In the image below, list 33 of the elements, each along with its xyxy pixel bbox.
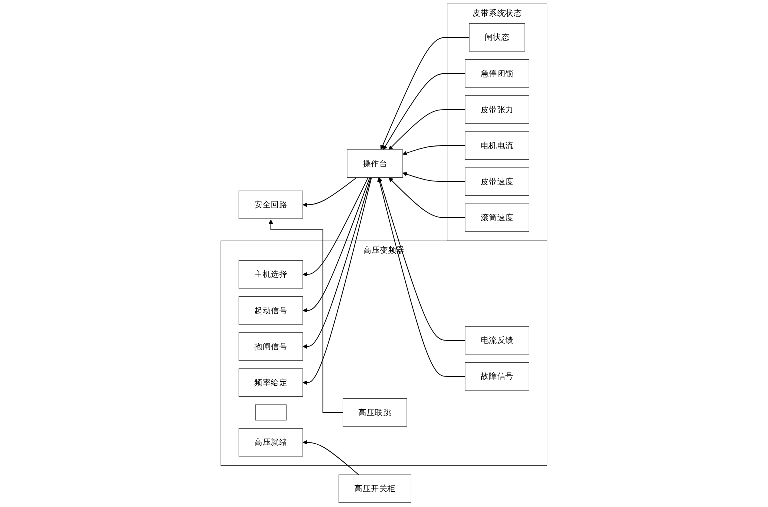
arrow <box>402 145 466 156</box>
arrow <box>388 178 466 218</box>
arrow <box>302 177 370 313</box>
node-box: 电机电流 <box>464 132 530 160</box>
node-box: 故障信号 <box>464 362 530 391</box>
node-box: 高压联跳 <box>342 398 408 427</box>
arrow <box>268 220 344 414</box>
node-box: 起动信号 <box>238 296 304 325</box>
node-box: 电流反馈 <box>464 326 530 355</box>
node-box: 抱闸信号 <box>238 332 304 361</box>
arrow <box>302 440 360 476</box>
node-box: 安全回路 <box>238 190 304 220</box>
arrow <box>302 177 358 208</box>
arrow <box>302 177 372 386</box>
node-box: 操作台 <box>346 150 404 178</box>
arrow <box>378 178 466 341</box>
node-box: 高压就绪 <box>238 428 304 457</box>
arrow <box>377 178 466 378</box>
node-box: 频率给定 <box>238 368 304 397</box>
arrow <box>383 73 466 150</box>
node-box: 皮带张力 <box>464 96 530 124</box>
arrow <box>402 172 466 182</box>
node-box: 滚筒速度 <box>464 204 530 232</box>
node-box: 皮带速度 <box>464 168 530 196</box>
arrow <box>388 109 466 150</box>
node-box: 高压开关柜 <box>338 474 412 504</box>
node-box <box>255 404 287 421</box>
arrow <box>380 37 470 150</box>
arrow <box>302 177 372 350</box>
node-box: 主机选择 <box>238 260 304 289</box>
arrow <box>302 177 369 277</box>
node-box: 闸状态 <box>469 23 526 52</box>
node-box: 急停闭锁 <box>464 60 530 88</box>
